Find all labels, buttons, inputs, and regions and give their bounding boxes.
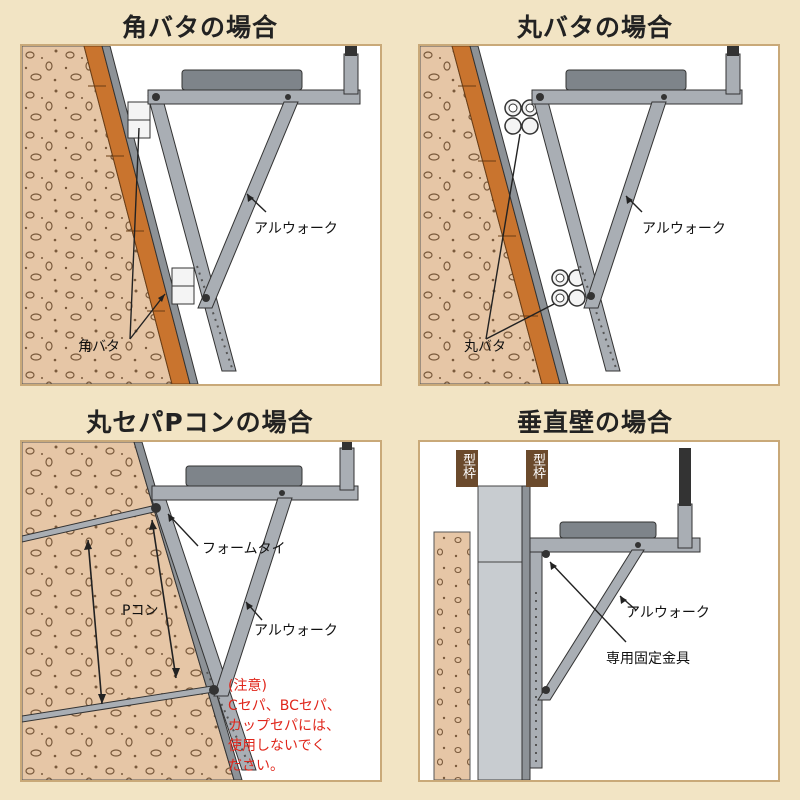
kaku-leader-1 <box>129 293 166 340</box>
maru-bata-pipes-top <box>504 99 539 135</box>
formwork-body <box>477 485 523 780</box>
concrete-wall <box>433 531 471 780</box>
note-line-5: ださい。 <box>228 758 284 774</box>
kaku-leader-2 <box>129 127 140 340</box>
walk-platform-arm <box>147 89 361 105</box>
panel-maru-sepa-pcon: フォームタイ Pコン アルウォーク (注意) Cセパ、BCセパ、 カップセパには… <box>20 440 382 782</box>
pcon-top <box>151 503 161 513</box>
formwork-panel <box>521 485 531 780</box>
title-maru-bata: 丸バタの場合 <box>516 13 673 42</box>
panel-maru-bata: アルウォーク 丸バタ <box>418 44 780 386</box>
concrete-wall <box>420 46 543 384</box>
caution-note: (注意) Cセパ、BCセパ、 カップセパには、 使用しないでく ださい。 <box>228 676 341 776</box>
deck-plate <box>185 465 303 487</box>
label-formwork-left: 型枠 <box>456 450 478 487</box>
title-vertical-wall: 垂直壁の場合 <box>516 408 673 437</box>
diagram-maru-bata <box>420 46 743 384</box>
title-kaku-bata: 角バタの場合 <box>121 13 278 42</box>
fitting-leader <box>549 561 627 643</box>
note-line-2: Cセパ、BCセパ、 <box>228 698 341 714</box>
note-line-3: カップセパには、 <box>228 718 340 734</box>
maru-leader-2 <box>485 303 555 340</box>
diagonal-brace <box>213 497 293 697</box>
pcon-span-left <box>87 539 103 705</box>
panel-vertical-wall: 型枠 型枠 アルウォーク 専用固定金具 <box>418 440 780 782</box>
label-alwalk: アルウォーク <box>254 623 338 639</box>
formtie-arrow <box>167 513 199 547</box>
diagram-maru-sepa-pcon <box>22 442 359 780</box>
fixing-bolt <box>542 550 550 558</box>
label-alwalk: アルウォーク <box>254 221 338 237</box>
label-formtie: フォームタイ <box>202 541 286 557</box>
note-line-4: 使用しないでく <box>228 738 326 754</box>
note-line-1: (注意) <box>228 678 267 694</box>
diagonal-brace <box>537 549 645 701</box>
label-alwalk: アルウォーク <box>642 221 726 237</box>
diagram-vertical-wall <box>433 448 701 780</box>
label-fitting: 専用固定金具 <box>606 651 690 667</box>
label-formwork-right: 型枠 <box>526 450 548 487</box>
pcon-bottom <box>209 685 219 695</box>
deck-plate <box>565 69 687 91</box>
deck-plate <box>181 69 303 91</box>
steel-plate <box>469 46 569 384</box>
formwork-text: 型枠 <box>530 453 545 479</box>
label-alwalk: アルウォーク <box>626 605 710 621</box>
deck-plate <box>559 521 657 539</box>
pcon-span-right <box>151 519 177 679</box>
formwork-text: 型枠 <box>460 453 475 479</box>
concrete-wall <box>22 46 173 384</box>
diagram-kaku-bata <box>22 46 361 384</box>
panel-kaku-bata: アルウォーク 角バタ <box>20 44 382 386</box>
diagonal-brace <box>197 101 299 309</box>
plank-wood <box>83 46 191 384</box>
maru-leader-1 <box>485 133 521 340</box>
title-maru-sepa-pcon: 丸セパPコンの場合 <box>86 408 314 437</box>
walk-platform-arm <box>151 485 359 501</box>
label-maru-bata: 丸バタ <box>464 339 506 355</box>
label-kaku-bata: 角バタ <box>78 339 120 355</box>
walk-platform-arm <box>529 537 701 553</box>
label-pcon: Pコン <box>122 603 159 619</box>
walk-platform-arm <box>531 89 743 105</box>
diagonal-brace <box>583 101 667 309</box>
